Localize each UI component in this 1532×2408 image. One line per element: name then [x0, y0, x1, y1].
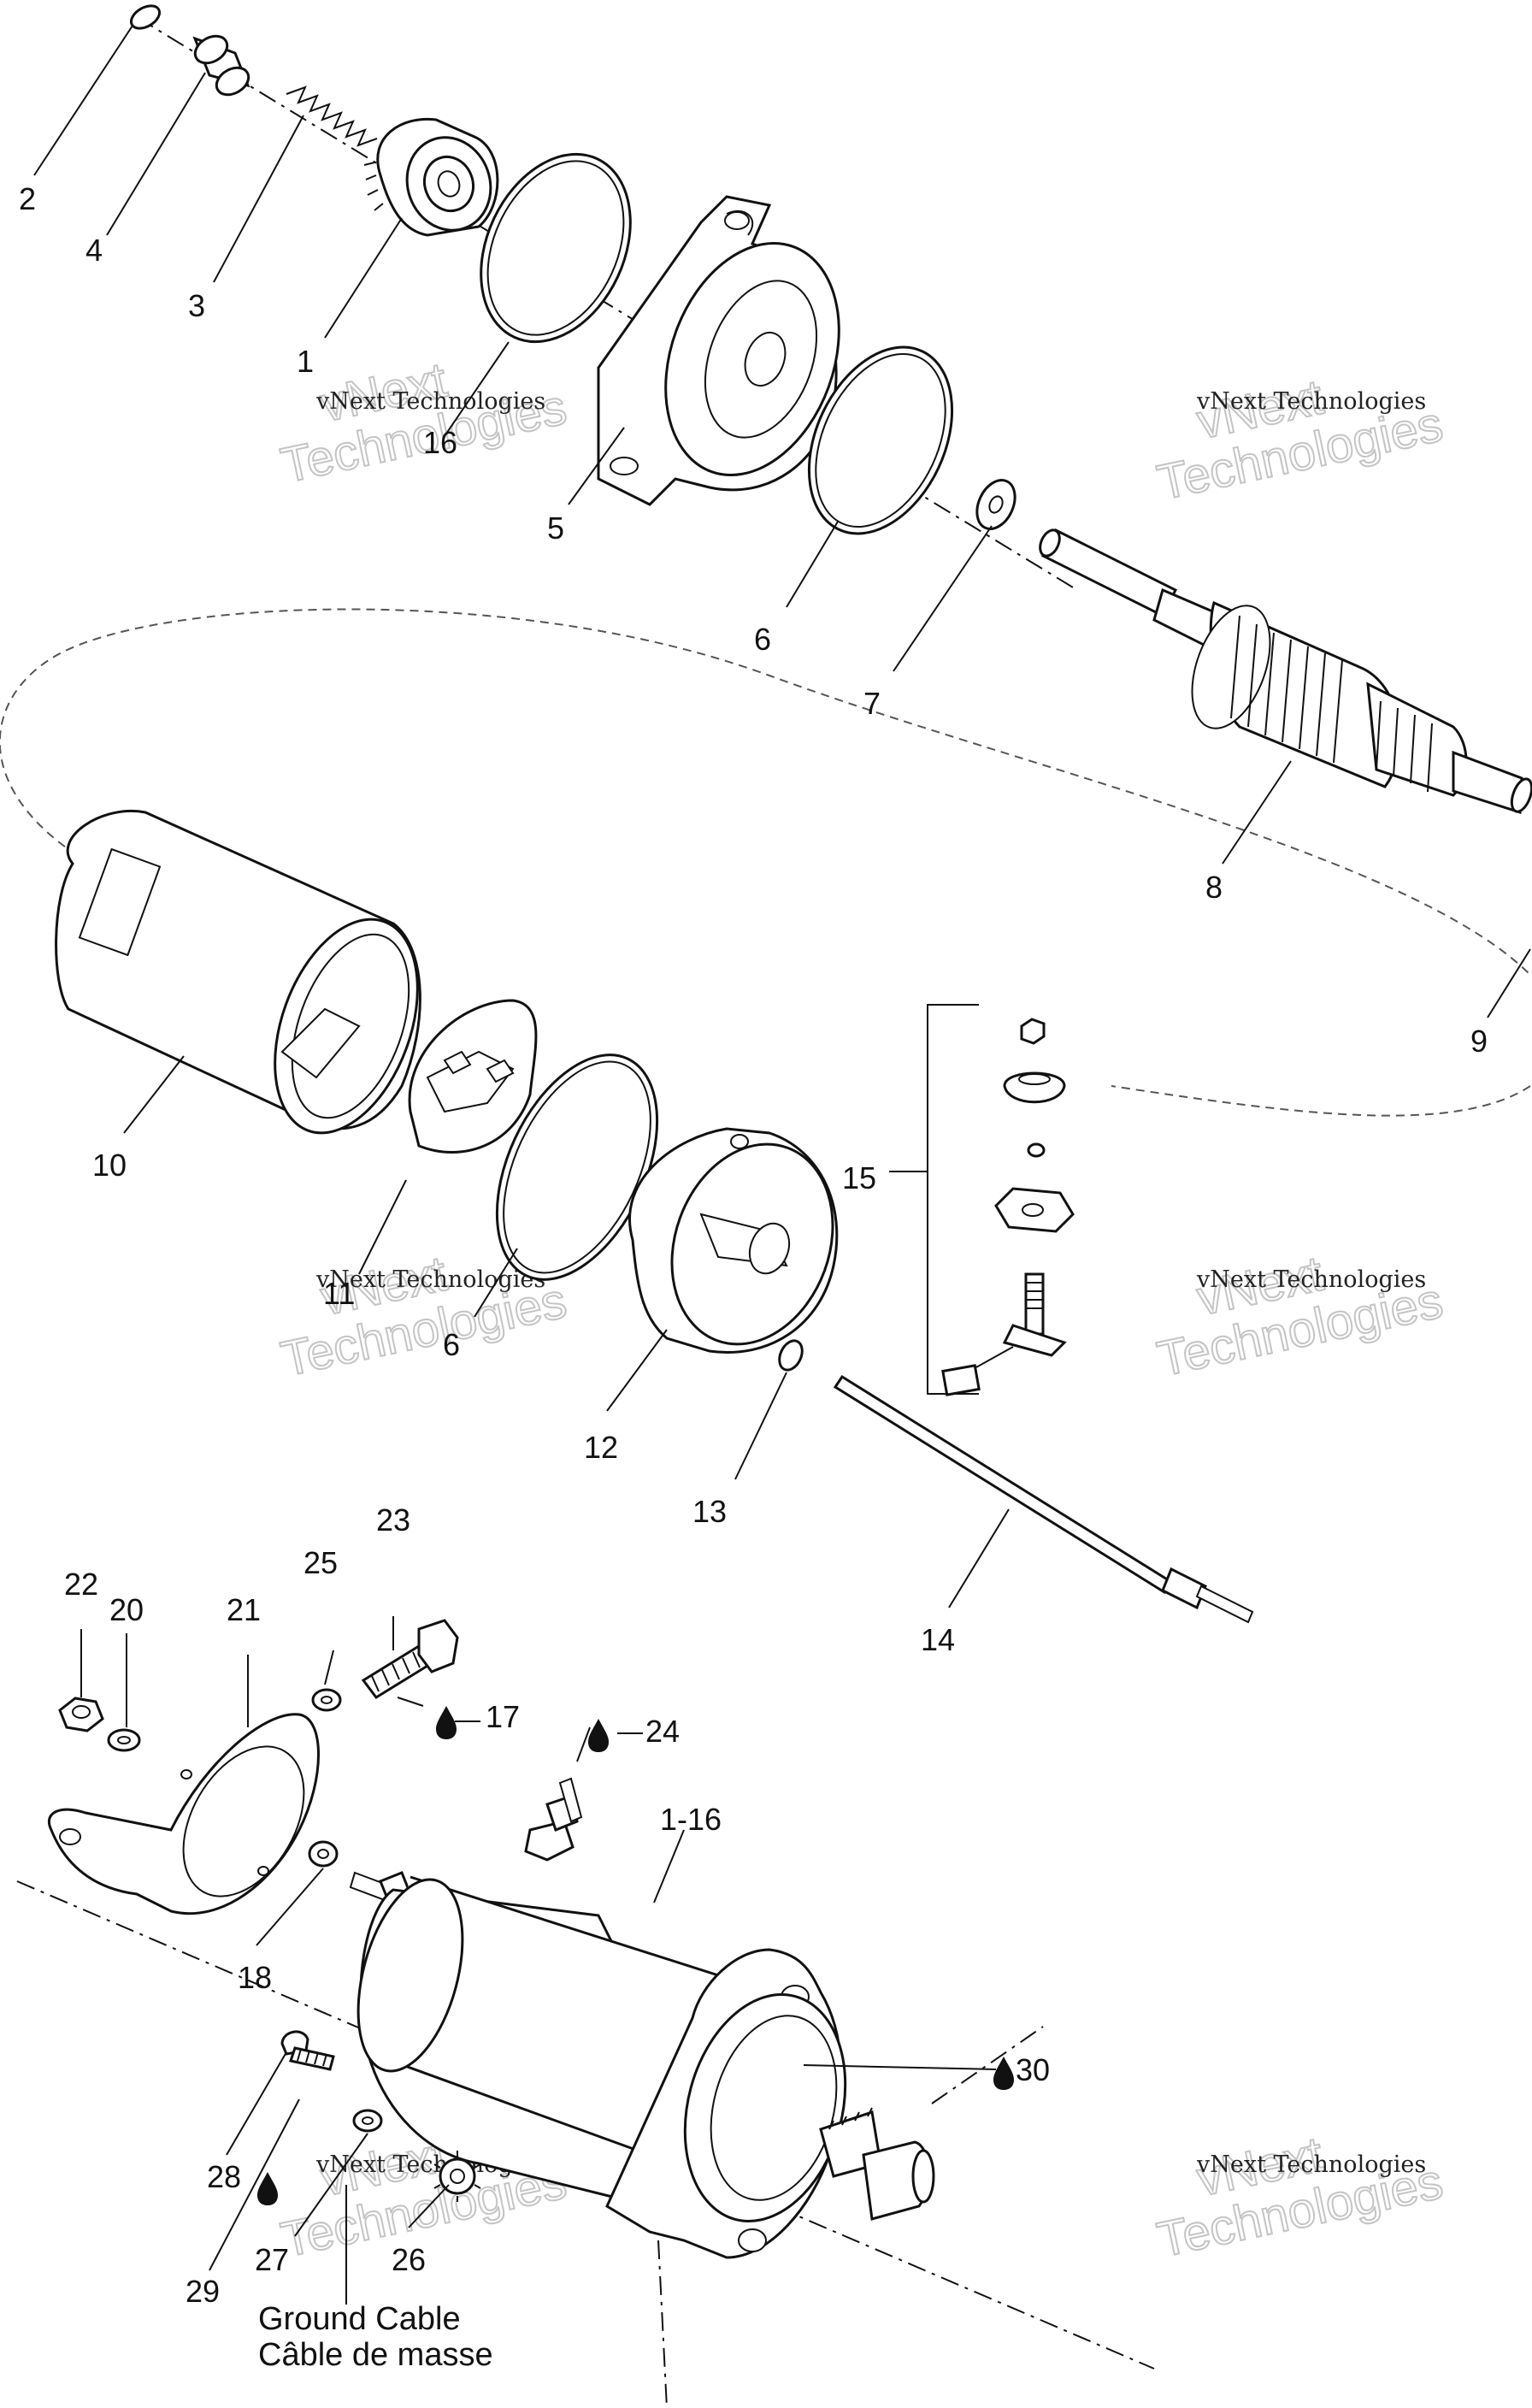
part-4-stop-collar: [192, 34, 250, 97]
drop-icon: [436, 1706, 457, 1739]
terminal-nut: [1020, 1018, 1046, 1045]
ground-cable-label-fr: Câble de masse: [258, 2337, 493, 2373]
part-13-small-o-ring: [778, 1339, 804, 1372]
drop-icon: [257, 2172, 278, 2205]
part-25-washer: [311, 1688, 342, 1712]
callout-labels: 2 4 3 1 16 5 6 7 8 9 10 11 6 12 13 15 14…: [19, 181, 1488, 2309]
callout-6-upper: 6: [754, 622, 771, 657]
callout-29: 29: [186, 2274, 220, 2309]
ground-cable-note: Ground Cable Câble de masse: [258, 2301, 493, 2373]
part-28-screw: [280, 2030, 335, 2071]
callout-10: 10: [92, 1148, 127, 1183]
callout-25: 25: [303, 1545, 338, 1580]
part-10-yoke-housing: [55, 810, 421, 1135]
callout-12: 12: [584, 1430, 618, 1465]
callout-26: 26: [392, 2242, 426, 2277]
part-22-nut: [58, 1697, 104, 1732]
part-18-washer: [308, 1840, 339, 1868]
ground-cable-label-en: Ground Cable: [258, 2301, 461, 2337]
callout-9: 9: [1470, 1024, 1488, 1059]
callout-11: 11: [323, 1276, 355, 1311]
brush-block: [941, 1364, 981, 1396]
callout-16: 16: [423, 425, 457, 460]
part-1-drive-pinion: [363, 117, 499, 237]
terminal-o-ring: [1027, 1142, 1046, 1158]
bottom-vertical-axis: [657, 2240, 668, 2408]
callout-27: 27: [255, 2242, 289, 2277]
callout-17: 17: [486, 1699, 520, 1734]
callout-7: 7: [863, 686, 881, 721]
callout-28: 28: [207, 2159, 241, 2194]
part-21-support-bracket: [48, 1713, 320, 1915]
pinion-axis: [931, 2026, 1044, 2104]
part-23-bolt: [361, 1619, 459, 1699]
drop-icon: [993, 2057, 1014, 2090]
part-8-armature: [1039, 528, 1532, 815]
watermark-small: vNext Technologies: [1196, 2151, 1426, 2178]
sealant-drop-icons: [257, 1706, 1014, 2205]
part-15-terminal-kit: [889, 1004, 1075, 1396]
callout-23: 23: [376, 1502, 410, 1537]
callout-24: 24: [645, 1714, 680, 1749]
drop-icon: [588, 1719, 609, 1752]
part-6-o-ring-lower: [495, 1054, 659, 1281]
watermark-small: vNext Technologies: [1196, 1266, 1426, 1293]
terminal-stud: [1024, 1272, 1045, 1336]
callout-13: 13: [692, 1494, 727, 1529]
watermark-small: vNext Technologies: [315, 1266, 545, 1293]
callout-6-lower: 6: [443, 1327, 460, 1362]
callout-20: 20: [109, 1592, 144, 1627]
callout-14: 14: [921, 1622, 955, 1657]
part-6-o-ring-upper: [807, 345, 954, 535]
callout-1-16: 1-16: [660, 1802, 722, 1837]
callout-3: 3: [188, 288, 205, 323]
callout-4: 4: [85, 233, 103, 268]
callout-30: 30: [1016, 2052, 1050, 2087]
part-3-spring: [286, 86, 378, 147]
part-1-16-starter-assembly: [349, 1777, 935, 2259]
part-11-brush-plate: [408, 999, 538, 1154]
part-5-drive-housing: [597, 195, 840, 506]
part-14-through-bolt: [833, 1374, 1254, 1624]
part-2-snap-ring: [129, 4, 162, 30]
part-12-end-cover: [628, 1127, 839, 1354]
callout-18: 18: [238, 1960, 272, 1995]
part-27-washer: [352, 2109, 383, 2133]
watermark-small: vNext Technologies: [315, 388, 545, 415]
callout-5: 5: [547, 511, 564, 546]
callout-15: 15: [842, 1160, 876, 1195]
kit-boundary-dashed-line: [0, 608, 1531, 1117]
leader-lines: [33, 25, 1531, 2305]
callout-21: 21: [227, 1592, 261, 1627]
part-20-washer: [107, 1728, 141, 1752]
callout-2: 2: [19, 181, 36, 216]
o-ring-large: [480, 152, 632, 344]
callout-8: 8: [1205, 870, 1223, 905]
top-assembly-axis: [136, 16, 1078, 591]
callout-22: 22: [64, 1567, 98, 1602]
callout-1: 1: [297, 344, 314, 379]
part-7-washer: [975, 479, 1016, 530]
watermark-small: vNext Technologies: [1196, 388, 1426, 415]
